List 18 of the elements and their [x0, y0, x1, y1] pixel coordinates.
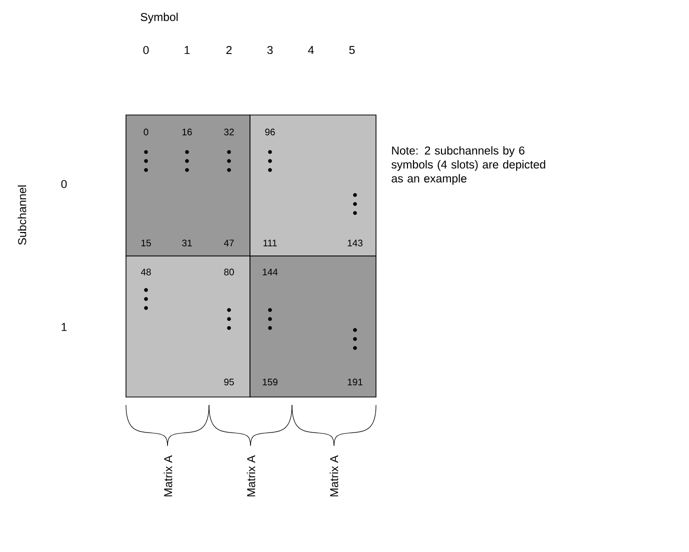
symbol-number: 3	[267, 46, 273, 54]
axis-title: Symbol	[140, 12, 178, 24]
slot-cell: 144 159 191	[250, 256, 376, 398]
matrix-label: Matrix A	[330, 455, 338, 496]
matrix-label: Matrix A	[246, 455, 256, 496]
subchannel-number: 1	[62, 323, 67, 331]
symbol-number: 2	[226, 46, 232, 54]
symbol-number: 5	[349, 46, 355, 54]
symbol-number: 4	[308, 46, 314, 54]
symbol-number: 0	[143, 46, 149, 54]
axis-title: Subchannel	[18, 186, 26, 245]
matrix-label: Matrix A	[164, 455, 172, 496]
note-text: Note: 2 subchannels by 6 symbols (4 slots) are depicted as an example	[392, 146, 546, 185]
slot-cell: 48 80 95	[126, 256, 250, 398]
slot-cell: 96 111 143	[250, 114, 376, 256]
subchannel-number: 0	[61, 180, 67, 188]
slot-cell: 0 16 32 15 31 47	[126, 114, 250, 256]
symbol-number: 1	[184, 46, 190, 54]
